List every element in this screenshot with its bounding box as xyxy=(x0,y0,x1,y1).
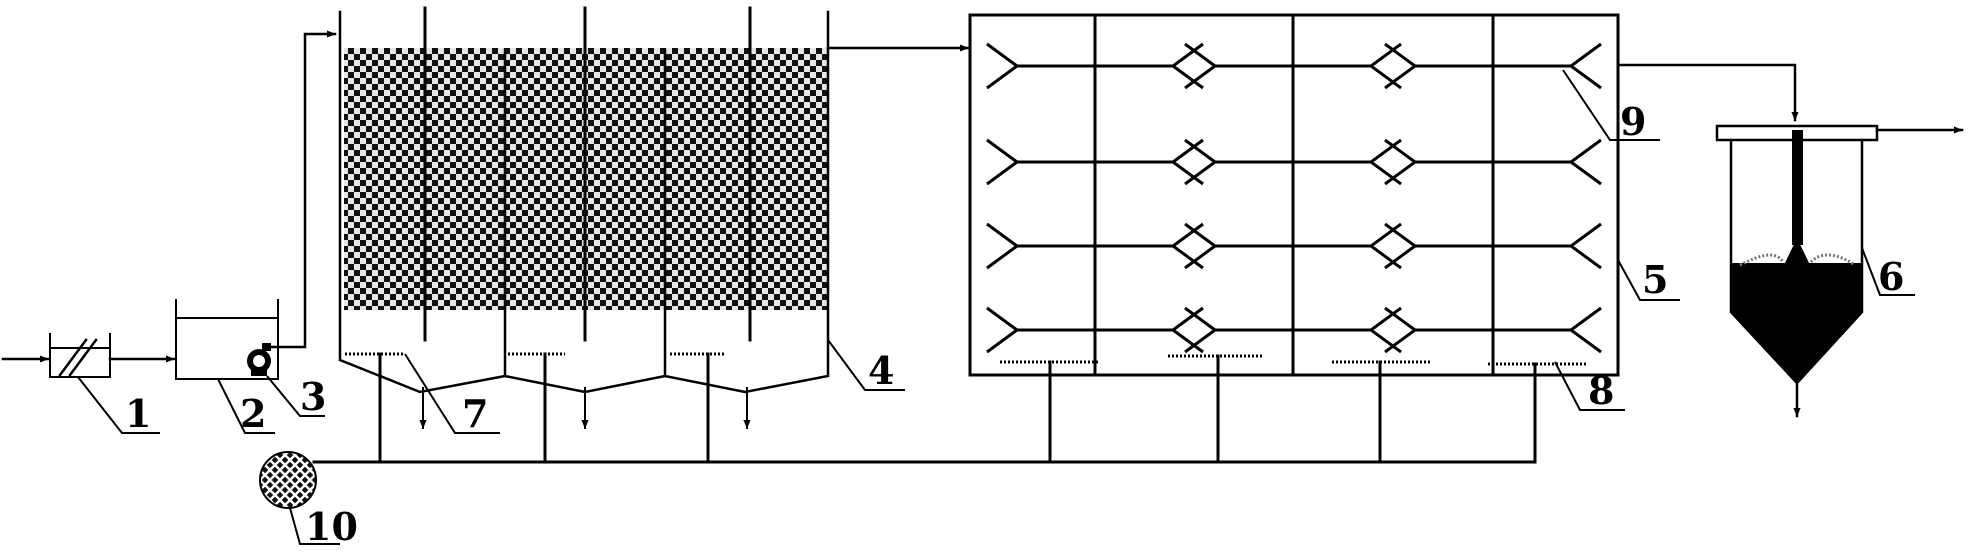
label-pump: 3 xyxy=(300,374,326,419)
filter-tank xyxy=(338,6,970,429)
fiber-filler-0-2 xyxy=(1384,42,1602,90)
fiber-filler-1-2 xyxy=(1384,138,1602,186)
fiber-filler-0-1 xyxy=(1184,42,1402,90)
fiber-filler-1-0 xyxy=(986,138,1204,186)
fiber-filler-group xyxy=(986,42,1602,354)
fiber-filler-2-0 xyxy=(986,222,1204,270)
fiber-filler-3-2 xyxy=(1384,306,1602,354)
label-contact-tank: 5 xyxy=(1642,257,1668,302)
label-blower: 10 xyxy=(305,504,358,549)
settling-tank xyxy=(1715,124,1964,418)
fiber-filler-2-2 xyxy=(1384,222,1602,270)
label-settling-tank: 6 xyxy=(1878,254,1904,299)
blower-icon xyxy=(259,451,317,509)
regulating-tank xyxy=(175,30,337,380)
label-aerator-a: 7 xyxy=(462,391,488,436)
label-filter-tank: 4 xyxy=(868,348,894,393)
label-fiber-filler: 9 xyxy=(1620,99,1646,144)
label-regulating-tank: 2 xyxy=(240,391,266,436)
contact-tank xyxy=(968,13,1799,377)
screen-unit xyxy=(1,333,176,378)
fiber-filler-3-1 xyxy=(1184,306,1402,354)
fiber-filler-3-0 xyxy=(986,306,1204,354)
air-piping xyxy=(259,352,1537,509)
label-screen: 1 xyxy=(125,391,151,436)
fiber-filler-1-1 xyxy=(1184,138,1402,186)
pump-icon xyxy=(247,343,271,376)
fiber-filler-0-0 xyxy=(986,42,1204,90)
fiber-filler-2-1 xyxy=(1184,222,1402,270)
label-aerator-b: 8 xyxy=(1588,368,1614,413)
leader-lines xyxy=(77,69,1915,545)
